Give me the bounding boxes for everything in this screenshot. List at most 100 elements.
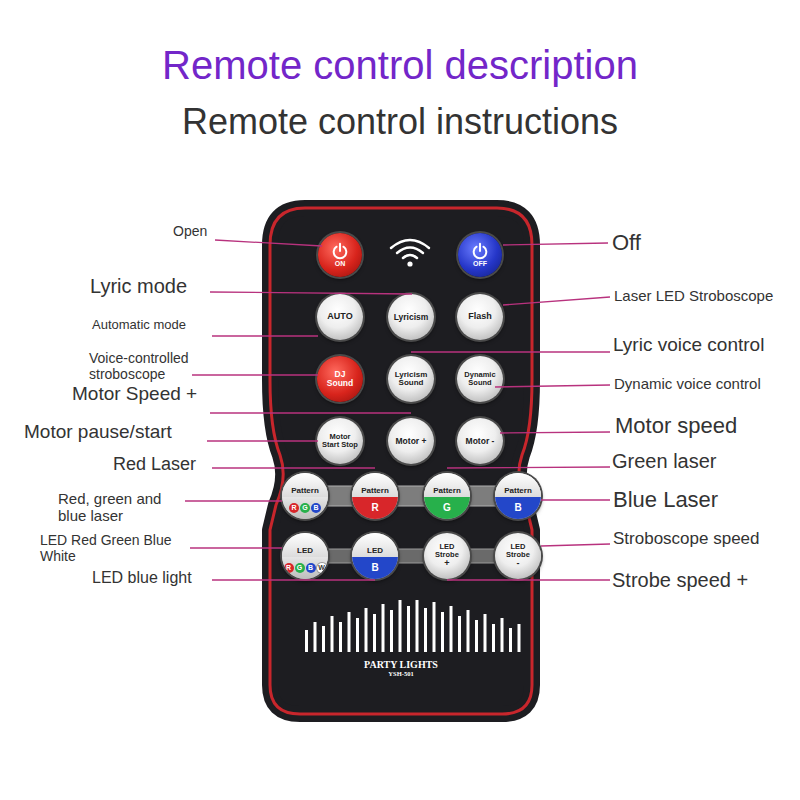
button-text: - bbox=[517, 559, 520, 568]
diagram-title: Remote control description bbox=[0, 43, 800, 88]
button-text: Dynamic Sound bbox=[461, 371, 499, 387]
callout-label: Lyric voice control bbox=[613, 334, 764, 355]
eq-bar bbox=[390, 610, 393, 652]
button-text: Pattern bbox=[504, 487, 532, 495]
eq-bar bbox=[348, 612, 351, 652]
color-letter: R bbox=[289, 503, 299, 513]
button-text: DJ Sound bbox=[321, 370, 359, 388]
remote-button: Lyricism Sound bbox=[388, 356, 434, 402]
callout-label: LED blue light bbox=[92, 569, 192, 587]
callout-label: Automatic mode bbox=[92, 318, 186, 333]
remote-red-trim bbox=[270, 208, 532, 714]
callout-label: Red, green and blue laser bbox=[58, 491, 188, 525]
color-letter: B bbox=[306, 563, 316, 573]
brand-name: PARTY LIGHTS bbox=[262, 659, 540, 670]
eq-bar bbox=[492, 624, 495, 652]
remote-button: AUTO bbox=[317, 294, 363, 340]
power-stem bbox=[479, 244, 481, 251]
callout-label: Dynamic voice control bbox=[614, 376, 761, 393]
remote-button: PatternR bbox=[352, 473, 398, 519]
color-letter: G bbox=[295, 563, 305, 573]
callout-label: Stroboscope speed bbox=[613, 529, 760, 548]
wifi-arc bbox=[397, 248, 423, 254]
button-text: Motor - bbox=[466, 437, 495, 446]
callout-label: Lyric mode bbox=[90, 275, 187, 297]
model-number: YSH-501 bbox=[262, 670, 540, 677]
callout-label: Voice-controlled stroboscope bbox=[89, 351, 224, 382]
callout-label: Green laser bbox=[612, 450, 717, 472]
eq-bar bbox=[356, 618, 359, 652]
wifi-icon bbox=[391, 240, 429, 267]
button-text: Lyricism bbox=[394, 313, 429, 322]
eq-bar bbox=[314, 622, 317, 652]
eq-bar bbox=[382, 604, 385, 652]
eq-bar bbox=[450, 606, 453, 652]
callout-label: Motor speed bbox=[615, 414, 737, 439]
remote-button: OFF bbox=[458, 233, 502, 277]
color-letter: B bbox=[311, 503, 321, 513]
remote-button: PatternB bbox=[495, 473, 541, 519]
button-text: Lyricism Sound bbox=[392, 371, 430, 388]
eq-bar bbox=[433, 602, 436, 652]
power-icon bbox=[331, 242, 349, 260]
callout-label: Red Laser bbox=[113, 454, 196, 474]
leader-line bbox=[541, 499, 610, 500]
remote-button: Flash bbox=[457, 294, 503, 340]
remote-button: ON bbox=[318, 233, 362, 277]
eq-bar bbox=[416, 600, 419, 652]
eq-bar bbox=[305, 630, 308, 652]
equalizer-bars bbox=[305, 600, 521, 652]
callout-label: LED Red Green Blue White bbox=[40, 533, 185, 564]
remote-body: PARTY LIGHTSYSH-501 ON OFF AUTO Lyricism Flas… bbox=[262, 200, 540, 725]
remote-button: PatternRGB bbox=[282, 473, 328, 519]
eq-bar bbox=[424, 608, 427, 652]
eq-bar bbox=[458, 616, 461, 652]
eq-bar bbox=[407, 606, 410, 652]
wifi-dot bbox=[407, 261, 412, 266]
button-text: Motor Start Stop bbox=[321, 433, 359, 449]
eq-bar bbox=[365, 608, 368, 652]
callout-label: Off bbox=[612, 231, 641, 256]
power-icon bbox=[471, 242, 489, 260]
button-text: Pattern bbox=[433, 487, 461, 495]
remote-button: Motor + bbox=[388, 418, 434, 464]
button-text: + bbox=[444, 559, 449, 568]
eq-bar bbox=[475, 620, 478, 652]
subtitle-text: Remote control instructions bbox=[0, 102, 800, 142]
remote-button: DJ Sound bbox=[317, 356, 363, 402]
callout-label: Open bbox=[173, 224, 207, 240]
callout-label: Strobe speed + bbox=[612, 569, 748, 591]
callout-label: Laser LED Stroboscope bbox=[614, 288, 773, 305]
remote-button: PatternG bbox=[424, 473, 470, 519]
button-text: LED Strobe bbox=[499, 543, 537, 559]
remote-shell bbox=[270, 208, 532, 714]
remote-outline bbox=[262, 200, 540, 725]
button-text: Pattern bbox=[291, 487, 319, 495]
remote-button: LEDRGBW bbox=[282, 533, 328, 579]
remote-button: LED Strobe+ bbox=[424, 533, 470, 579]
callout-label: Motor Speed + bbox=[72, 383, 197, 404]
remote-button: Motor Start Stop bbox=[317, 418, 363, 464]
button-text: LED Strobe bbox=[428, 543, 466, 559]
button-text: AUTO bbox=[327, 312, 352, 321]
color-letter: G bbox=[443, 503, 451, 514]
eq-bar bbox=[331, 616, 334, 652]
color-letter: B bbox=[371, 563, 378, 574]
remote-button: LED B bbox=[352, 533, 398, 579]
eq-bar bbox=[467, 610, 470, 652]
color-letter: B bbox=[514, 503, 521, 514]
eq-bar bbox=[399, 600, 402, 652]
remote-button: LED Strobe- bbox=[495, 533, 541, 579]
remote-button: Dynamic Sound bbox=[457, 356, 503, 402]
callout-label: Motor pause/start bbox=[24, 421, 172, 442]
leader-line bbox=[185, 500, 282, 501]
color-letter: R bbox=[371, 503, 378, 514]
brand-block: PARTY LIGHTSYSH-501 bbox=[262, 659, 540, 677]
leader-line bbox=[541, 544, 610, 546]
button-text: OFF bbox=[473, 260, 487, 267]
color-letter: G bbox=[300, 503, 310, 513]
button-text: LED bbox=[367, 547, 383, 555]
wifi-arc bbox=[391, 240, 429, 248]
power-stem bbox=[339, 244, 341, 251]
